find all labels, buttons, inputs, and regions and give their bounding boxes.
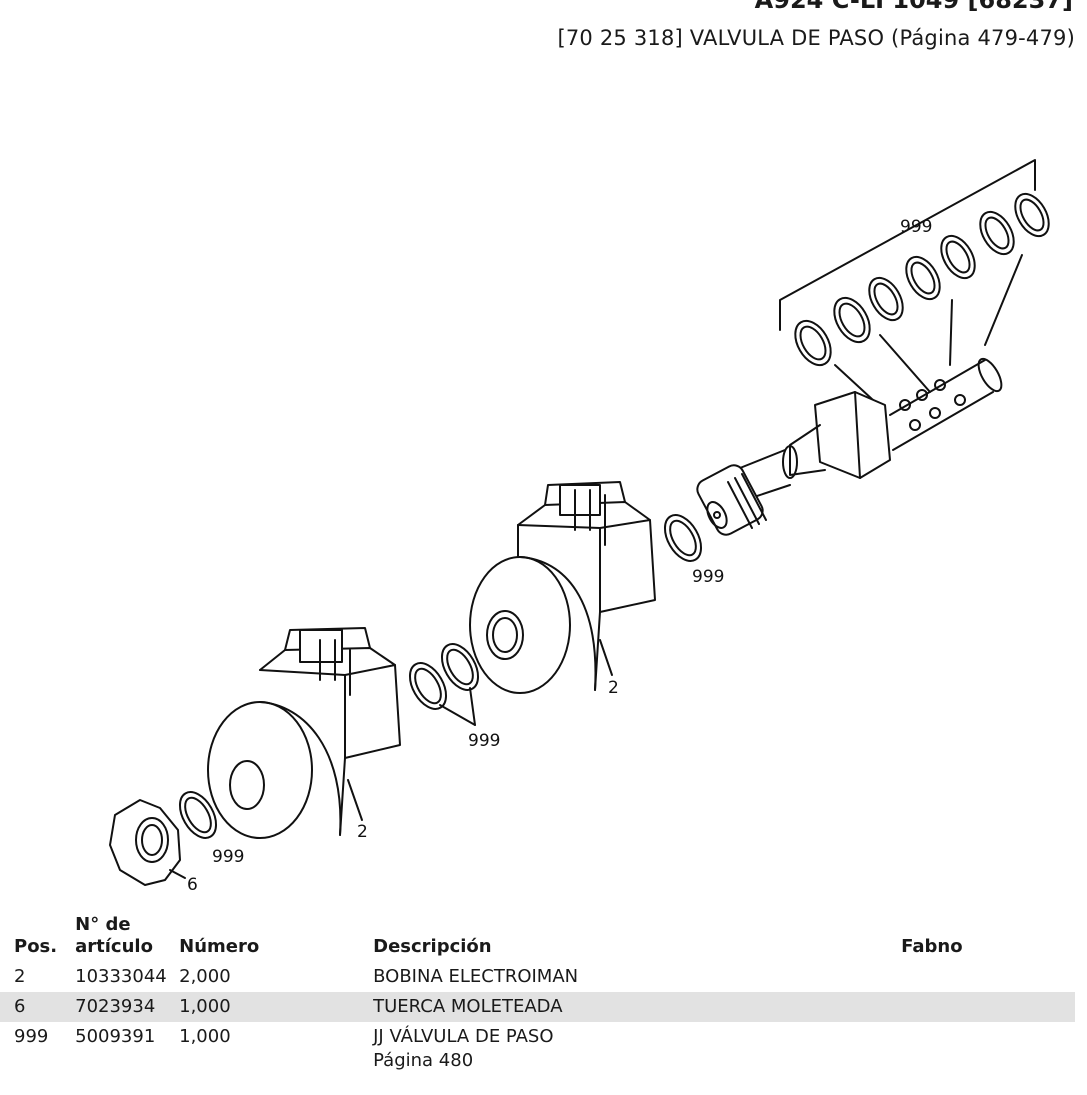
cell-description: BOBINA ELECTROIMAN: [373, 966, 579, 987]
col-pos-header: Pos.: [14, 936, 58, 957]
callout-999-left: 999: [212, 847, 244, 867]
cell-number: 1,000: [175, 992, 360, 1022]
header-title: A924 C-LI 1049 [68237]: [754, 0, 1073, 14]
table-header-row: Pos. N° de artículo Número Descripción F…: [0, 912, 1075, 962]
exploded-view-diagram: 999 999 999 999 2 2 6: [109, 159, 1050, 895]
cell-fabno: [887, 992, 1075, 1022]
cell-article: 7023934: [61, 992, 176, 1022]
col-number-header: Número: [179, 936, 260, 957]
header-subtitle: [70 25 318] VALVULA DE PASO (Página 479-…: [557, 26, 1075, 50]
col-article-header: N° de artículo: [61, 912, 175, 962]
col-description-header: Descripción: [373, 936, 492, 957]
cell-pos: 999: [14, 1026, 49, 1047]
table-row: 6 7023934 1,000 TUERCA MOLETEADA: [0, 992, 1075, 1022]
cell-description: JJ VÁLVULA DE PASO Página 480: [359, 1022, 887, 1076]
cell-pos: 2: [14, 966, 26, 987]
col-fabno-header: Fabno: [901, 936, 963, 957]
seal-ring-pair: [408, 643, 480, 726]
col-article-header-line2: artículo: [75, 936, 153, 957]
seal-kit-bracket: [779, 159, 1036, 331]
callout-999-low: 999: [468, 731, 500, 751]
seal-ring-mid: [663, 514, 703, 562]
callout-999-mid: 999: [692, 567, 724, 587]
seal-ring-left: [178, 791, 218, 839]
callout-6: 6: [187, 875, 198, 895]
callout-2-right: 2: [608, 678, 619, 698]
cell-number: 1,000: [179, 1026, 231, 1047]
knurled-nut: [109, 799, 186, 886]
cell-description: TUERCA MOLETEADA: [359, 992, 888, 1022]
seal-ring-group: [794, 192, 1050, 367]
page-reference-link[interactable]: Página 480: [373, 1050, 474, 1071]
cell-fabno: [887, 1022, 1075, 1076]
valve-cartridge: [696, 357, 1003, 536]
cell-fabno: [887, 962, 1075, 992]
cell-number: 2,000: [179, 966, 231, 987]
table-row: 2 10333044 2,000 BOBINA ELECTROIMAN: [0, 962, 1075, 992]
cell-description-text: JJ VÁLVULA DE PASO: [373, 1026, 554, 1047]
callout-2-left: 2: [357, 822, 368, 842]
solenoid-coil-left: [207, 627, 401, 839]
solenoid-coil-right: [469, 481, 656, 694]
callout-999-top: 999: [900, 217, 932, 237]
table-row: 999 5009391 1,000 JJ VÁLVULA DE PASO Pág…: [0, 1022, 1075, 1076]
cell-pos: 6: [0, 992, 62, 1022]
cell-article: 5009391: [75, 1026, 156, 1047]
cell-article: 10333044: [75, 966, 167, 987]
col-article-header-line1: N° de: [75, 914, 131, 935]
parts-table: Pos. N° de artículo Número Descripción F…: [0, 912, 1075, 1076]
